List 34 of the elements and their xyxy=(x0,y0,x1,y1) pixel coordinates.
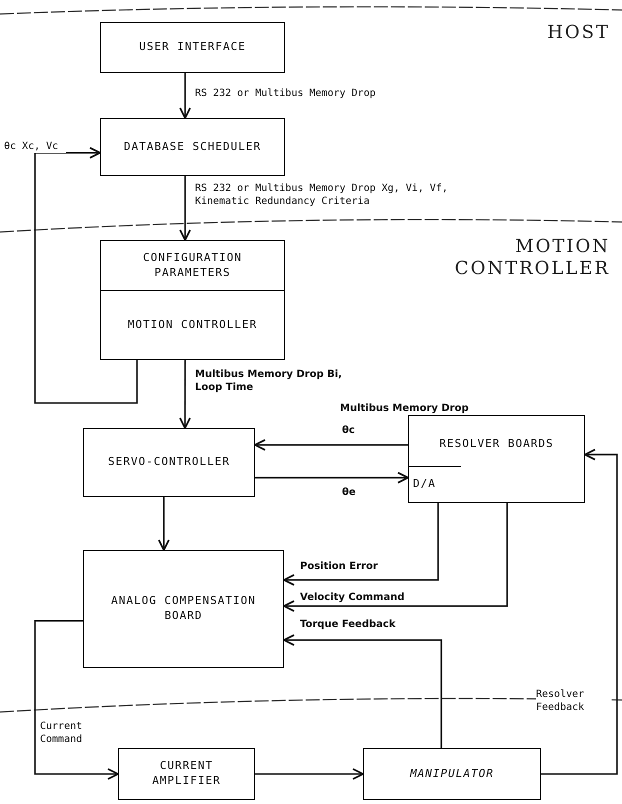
arrow xyxy=(541,448,618,775)
arrow xyxy=(283,503,508,612)
arrow xyxy=(179,360,191,429)
arrow xyxy=(283,503,439,586)
process-box xyxy=(118,748,255,800)
arrow xyxy=(255,768,364,780)
arrow xyxy=(34,620,119,780)
controller-box xyxy=(100,240,285,360)
arrow xyxy=(283,634,442,748)
arrow xyxy=(179,176,191,241)
region-title: MOTION CONTROLLER xyxy=(454,236,610,280)
arrow xyxy=(255,472,409,484)
box-label: RESOLVER BOARDS xyxy=(438,436,555,452)
board-box xyxy=(408,415,585,503)
box-label: USER INTERFACE xyxy=(138,40,247,55)
sub-board-label: D/A xyxy=(409,466,461,502)
process-box xyxy=(363,748,541,800)
box-section-text: CONFIGURATION PARAMETERS xyxy=(101,241,284,291)
region-title: HOST xyxy=(546,22,610,44)
box-label: MANIPULATOR xyxy=(408,766,495,782)
box-section-text: MOTION CONTROLLER xyxy=(126,316,258,333)
box-label: CURRENT AMPLIFIER xyxy=(151,759,222,789)
box-label: SERVO-CONTROLLER xyxy=(107,455,231,470)
box-label: ANALOG COMPENSATION BOARD xyxy=(110,594,257,624)
arrow xyxy=(254,439,408,451)
process-box xyxy=(100,118,285,176)
board-box xyxy=(83,550,284,668)
process-box xyxy=(83,428,255,497)
arrow xyxy=(179,73,191,119)
edge-label: θc Xc, Vc xyxy=(4,140,66,153)
arrow xyxy=(34,146,138,404)
arrow xyxy=(158,497,170,551)
process-box xyxy=(100,22,285,73)
box-label: DATABASE SCHEDULER xyxy=(122,140,262,154)
